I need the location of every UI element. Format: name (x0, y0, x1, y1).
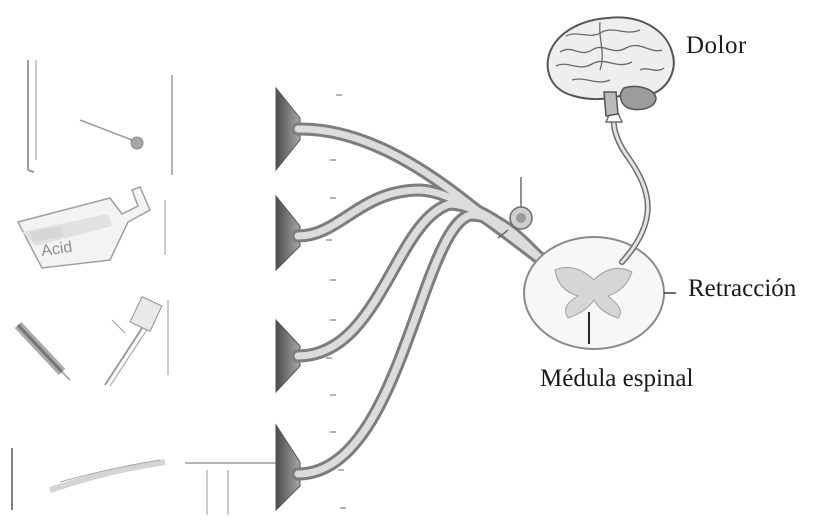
stimuli-panel: Acid (12, 60, 288, 515)
spinal-cord-label: Médula espinal (540, 366, 693, 391)
match-icon (80, 120, 143, 149)
withdrawal-label: Retracción (688, 276, 796, 301)
pain-label: Dolor (686, 33, 747, 58)
thermometer-icon (28, 60, 36, 172)
hammer-icon (105, 297, 162, 386)
skin-receptors (276, 88, 346, 510)
sensory-nerve-fibers (298, 129, 555, 474)
acid-flask-icon: Acid (18, 187, 150, 268)
spinal-cord-section (524, 237, 676, 349)
syringe-icon (18, 325, 70, 380)
brain-icon (548, 17, 674, 116)
hot-surface-icon (12, 448, 288, 515)
receptor-4 (276, 425, 300, 510)
